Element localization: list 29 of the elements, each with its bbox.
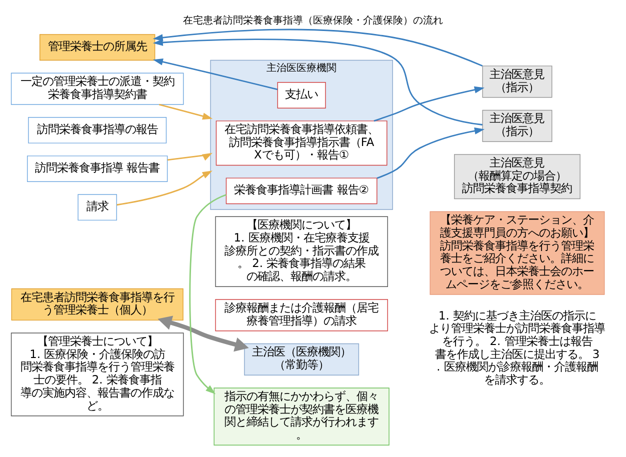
node-box: 指示の有無にかかわらず、個々の管理栄養士が契約書を医療機関と締結して請求が行われます。 <box>214 387 390 445</box>
node-box: 訪問栄養食事指導 報告書 <box>27 155 168 182</box>
node-box: 【管理栄養士について】 1. 医療保険・介護保険の訪問栄養食事指導を行う管理栄養士の要件。 2. 栄養食事指導の実施内容、報告書の作成など。 <box>10 332 184 416</box>
label: 1. 契約に基づき主治医の指示により管理栄養士が訪問栄養食事指導を行う。 2. 管理栄養士は報告書を作成し主治医に提出する。 3. 医療機関が診療報酬・介護報酬を請求する。 <box>429 308 606 386</box>
node-box: 主治医（医療機関） （常勤等） <box>244 342 360 376</box>
node-box: 栄養食事指導計画書 報告② <box>226 177 378 204</box>
arrow <box>158 315 249 352</box>
arrow <box>189 194 226 394</box>
node-box: 在宅患者訪問栄養食事指導を行う管理栄養士（個人） <box>11 288 184 320</box>
arrow <box>116 170 212 206</box>
arrow <box>152 58 278 90</box>
diagram-title: 在宅患者訪問栄養食事指導（医療保険・介護保険）の流れ <box>183 15 443 26</box>
node-box: 一定の管理栄養士の派遣・契約栄養食事指導契約書 <box>10 72 184 104</box>
node-box: 在宅訪問栄養食事指導依頼書、訪問栄養食事指導指示書（FAXでも可）・報告① <box>216 120 388 166</box>
node-box: 支払い <box>277 82 326 108</box>
node-box: 管理栄養士の所属先 <box>40 34 156 60</box>
arrow <box>167 152 212 160</box>
node-box: 【栄養ケア・ステーション、介護支援専門員の方へのお願い】訪問栄養食事指導を行う管理栄養士をご紹介ください。詳細については、日本栄養士会のホームページをご参照ください。 <box>430 210 605 294</box>
node-box: 【医療機関について】 1. 医療機関・在宅療養支援診療所との契約・指示書の作成。 2. 栄養食事指導の結果の確認、報酬の請求。 <box>215 216 388 286</box>
node-box: 請求 <box>78 194 117 220</box>
node-box: 主治医意見 （報酬算定の場合） 訪問栄養食事指導契約 <box>454 154 580 199</box>
node-box: 主治医意見 （指示） <box>482 109 552 142</box>
node-box: 訪問栄養食事指導の報告 <box>28 116 167 143</box>
node-box: 主治医意見 （指示） <box>482 65 552 98</box>
arrow <box>376 126 485 178</box>
arrow <box>152 38 482 125</box>
arrow <box>152 28 483 66</box>
node-box: 診療報酬または介護報酬（居宅療養管理指導）の請求 <box>215 298 388 331</box>
arrow <box>374 86 484 122</box>
